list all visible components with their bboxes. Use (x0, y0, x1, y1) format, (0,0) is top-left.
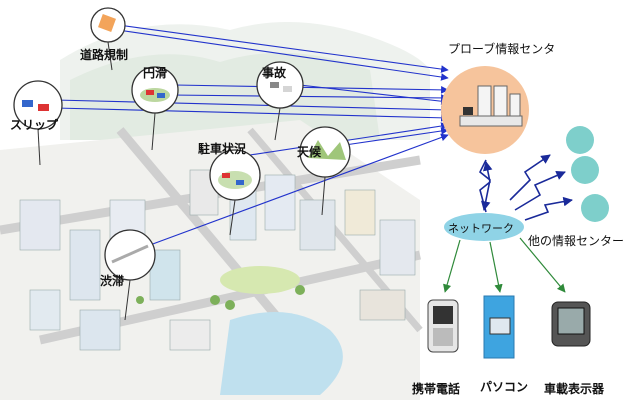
network-label: ネットワーク (448, 222, 514, 235)
label-phone: 携帯電話 (412, 382, 461, 396)
mobile-phone-icon (427, 299, 459, 353)
city-illustration (0, 120, 423, 400)
pc-icon (483, 295, 515, 359)
other-centers-label: 他の情報センター (528, 234, 625, 248)
bubble-smooth (131, 66, 179, 151)
probe-arrows (54, 24, 449, 246)
probe-server-icon (459, 85, 523, 127)
label-road-regulation: 道路規制 (80, 48, 129, 62)
label-car-display: 車載表示器 (544, 382, 605, 396)
probe-center-label: プローブ情報センタ (448, 42, 556, 56)
bubble-slip (13, 80, 63, 166)
label-congestion: 渋滞 (100, 274, 125, 288)
label-pc: パソコン (480, 380, 529, 394)
device-arrows (443, 237, 566, 293)
label-slip: スリップ (10, 118, 59, 132)
bubble-road-regulation (90, 7, 126, 71)
probe-center (441, 66, 529, 154)
label-weather: 天候 (297, 145, 322, 159)
car-display-icon (551, 301, 591, 347)
network-ellipse (444, 213, 524, 241)
label-parking: 駐車状況 (198, 142, 247, 156)
zigzag-links (478, 154, 573, 221)
bubble-parking (209, 149, 261, 236)
bubble-congestion (104, 229, 156, 321)
label-smooth: 円滑 (143, 66, 168, 80)
other-centers (566, 126, 609, 222)
bubble-weather (299, 126, 351, 216)
label-accident: 事故 (262, 66, 287, 80)
bubble-accident (256, 61, 304, 141)
